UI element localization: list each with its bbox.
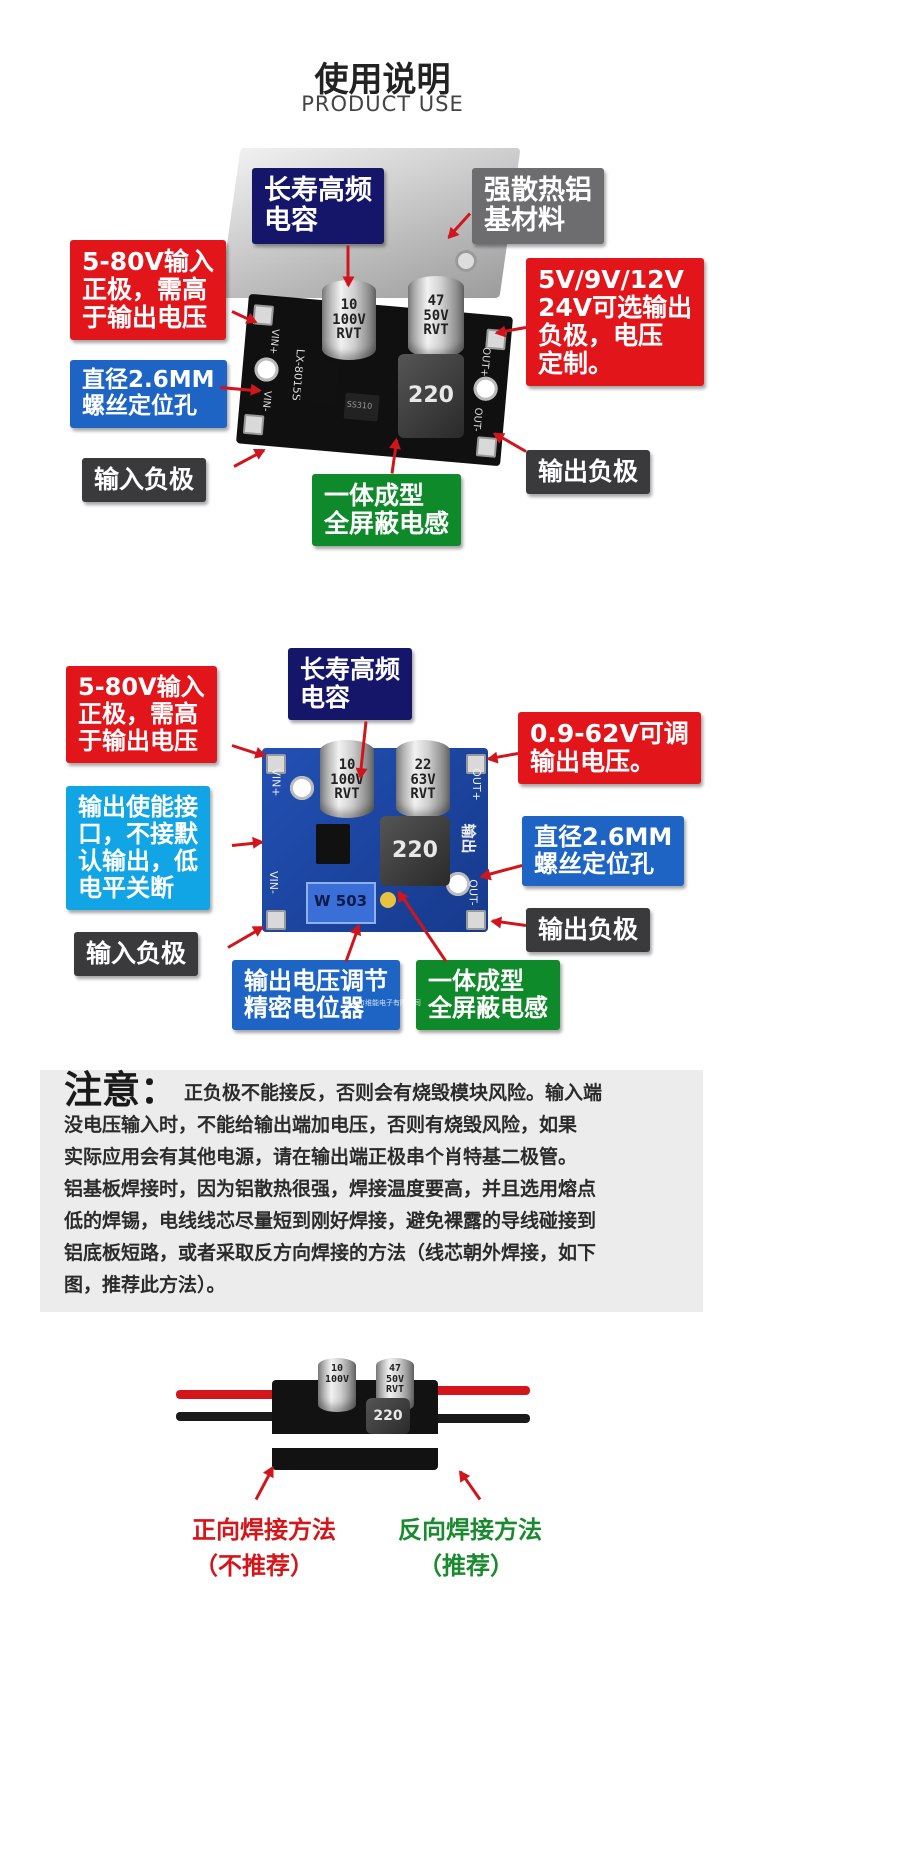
shielded-inductor: 220 — [366, 1398, 410, 1434]
capacitor-50v-text: 47 50V RVT — [423, 293, 449, 339]
diagram-3: 10 100V 47 50V RVT 220 正向焊接方法 （不推荐） 反向焊接… — [0, 1350, 765, 1850]
label-voltage-pot: 输出电压调节 精密电位器 — [232, 960, 400, 1030]
diagram-2: VIN+ VIN- OUT+ OUT- 输出 W 503 10 100V RVT… — [0, 640, 765, 1040]
label-enable-port: 输出使能接 口，不接默 认输出，低 电平关断 — [66, 786, 210, 910]
ic-chip — [316, 824, 350, 864]
mount-hole — [290, 776, 314, 800]
wire-right-top — [420, 1386, 530, 1395]
reverse-method-title: 反向焊接方法 — [398, 1516, 542, 1544]
silk-vin-plus: VIN+ — [269, 768, 283, 797]
arrow-input-negative — [233, 449, 265, 468]
arrow-cap — [346, 245, 350, 286]
mount-hole-right — [472, 375, 499, 402]
ic-chip — [299, 358, 340, 404]
pad-out-minus — [466, 910, 486, 930]
capacitor-100v-text: 10 100V RVT — [332, 297, 366, 343]
pcb-board-blue: VIN+ VIN- OUT+ OUT- 输出 W 503 — [262, 748, 488, 932]
pad-out-plus — [466, 754, 486, 774]
arrow-enable-port — [231, 840, 262, 847]
capacitor-63v-text: 22 63V RVT — [410, 757, 436, 803]
pad-vin-plus — [266, 754, 286, 774]
watermark: 深圳市维能电子有限公司 — [344, 999, 421, 1007]
label-input-positive: 5-80V输入 正极，需高 于输出电压 — [66, 666, 217, 763]
wire-left-bottom — [176, 1412, 296, 1421]
capacitor-100v-text: 10 100V — [324, 1363, 350, 1385]
reverse-method-note: （推荐） — [418, 1552, 514, 1580]
shielded-inductor: 220 — [398, 354, 464, 438]
label-input-positive: 5-80V输入 正极，需高 于输出电压 — [70, 240, 226, 340]
diode: SS310 — [343, 392, 380, 422]
pot-screw — [380, 892, 396, 908]
notice-panel — [40, 1070, 703, 1312]
capacitor-100v-text: 10 100V RVT — [330, 757, 364, 803]
notice-title: 注意： — [64, 1068, 179, 1112]
silk-vin-minus: VIN- — [266, 871, 280, 894]
silk-out-plus: OUT+ — [469, 768, 483, 801]
forward-method-note: （不推荐） — [194, 1552, 314, 1580]
label-mount-hole: 直径2.6MM 螺丝定位孔 — [522, 816, 685, 886]
label-mount-hole: 直径2.6MM 螺丝定位孔 — [70, 360, 227, 428]
label-input-negative: 输入负极 — [74, 932, 199, 976]
diagram-1: VIN+ VIN- OUT+ OUT- LX-8015S SS310 10 10… — [0, 140, 765, 570]
silk-output: 输出 — [459, 823, 478, 854]
arrow-adjustable-output — [488, 752, 519, 761]
label-input-negative: 输入负极 — [82, 458, 207, 502]
notice-body: 正负极不能接反，否则会有烧毁模块风险。输入端 没电压输入时，不能给输出端加电压，… — [64, 1082, 603, 1296]
page-subtitle: PRODUCT USE — [301, 92, 464, 116]
potentiometer: W 503 — [306, 882, 376, 924]
capacitor-100v: 10 100V RVT — [322, 280, 376, 360]
label-inductor: 一体成型 全屏蔽电感 — [416, 960, 560, 1030]
page-title: 使用说明 — [314, 60, 451, 100]
label-long-life-cap: 长寿高频 电容 — [252, 168, 384, 245]
arrow-reverse — [459, 1470, 482, 1501]
silk-vin-minus: VIN- — [259, 390, 273, 413]
board-gap — [176, 1434, 536, 1448]
diode-label: SS310 — [346, 399, 373, 411]
pad-vin-minus — [242, 413, 265, 436]
mount-hole — [253, 356, 280, 383]
label-output-negative: 输出负极 — [526, 908, 651, 952]
label-adjustable-output: 0.9-62V可调 输出电压。 — [518, 712, 701, 784]
capacitor-100v: 10 100V — [318, 1358, 356, 1412]
arrow-input-positive — [231, 744, 265, 758]
wire-right-bottom — [420, 1414, 530, 1423]
silk-out-plus: OUT+ — [478, 346, 492, 378]
label-inductor: 一体成型 全屏蔽电感 — [312, 474, 462, 546]
shielded-inductor: 220 — [380, 816, 450, 886]
inductor-value: 220 — [392, 838, 438, 863]
wire-left-top — [176, 1390, 296, 1399]
label-output-negative: 输出负极 — [526, 450, 651, 494]
label-output-select: 5V/9V/12V 24V可选输出 负极，电压 定制。 — [526, 258, 705, 386]
label-heatsink: 强散热铝 基材料 — [472, 168, 604, 245]
arrow-forward — [254, 1467, 275, 1501]
capacitor-50v: 47 50V RVT — [408, 276, 464, 358]
forward-method-title: 正向焊接方法 — [192, 1516, 336, 1544]
notice-text: 注意：正负极不能接反，否则会有烧毁模块风险。输入端 没电压输入时，不能给输出端加… — [64, 1071, 694, 1301]
arrow-input-negative — [227, 926, 264, 949]
capacitor-50v-text: 47 50V RVT — [385, 1363, 405, 1395]
potentiometer-text: W 503 — [314, 892, 368, 910]
inductor-value: 220 — [373, 1408, 403, 1424]
mount-hole-right — [446, 872, 470, 896]
inductor-value: 220 — [408, 383, 454, 408]
label-long-life-cap: 长寿高频 电容 — [288, 648, 413, 720]
heatsink-screw — [455, 250, 477, 272]
silk-vin-plus: VIN+ — [267, 328, 281, 355]
silk-out-minus: OUT- — [470, 407, 484, 433]
capacitor-63v: 22 63V RVT — [396, 740, 450, 818]
silk-out-minus: OUT- — [466, 879, 480, 906]
pad-vin-minus — [266, 910, 286, 930]
arrow-output-negative — [492, 919, 527, 927]
